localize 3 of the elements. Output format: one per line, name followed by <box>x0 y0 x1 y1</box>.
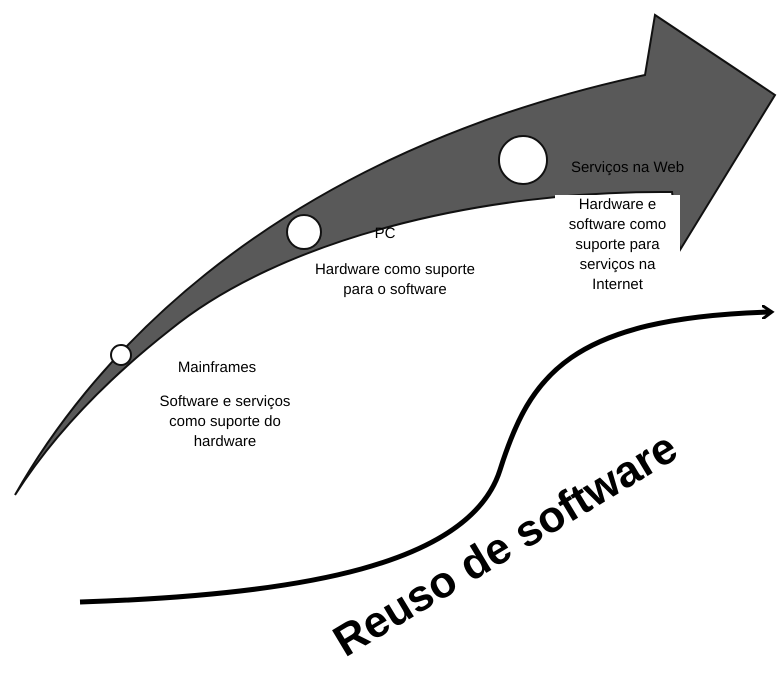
era-heading: Mainframes <box>176 358 258 378</box>
era-heading: PC <box>374 224 396 244</box>
era-heading: Serviços na Web <box>570 158 686 178</box>
